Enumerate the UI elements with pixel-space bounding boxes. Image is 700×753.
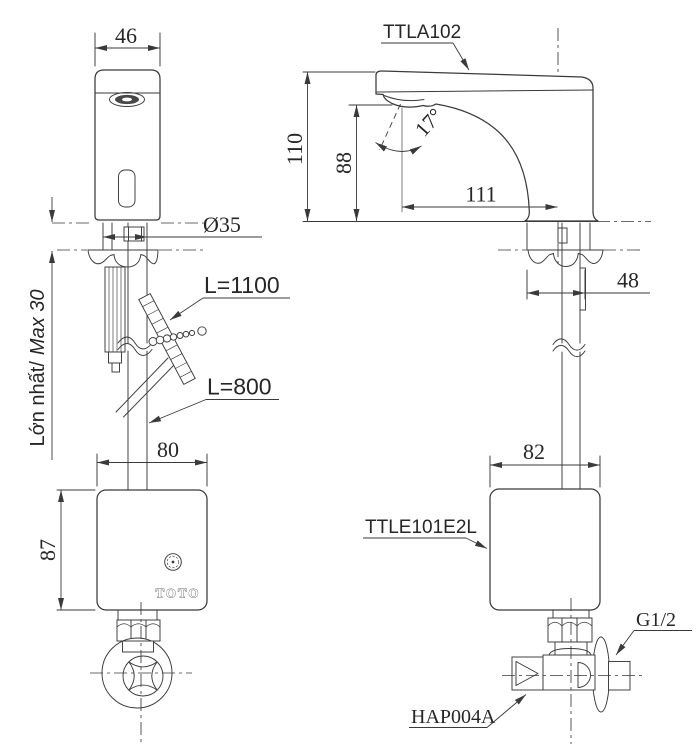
brand-logo: TOTO — [155, 586, 200, 601]
svg-text:88: 88 — [331, 152, 356, 174]
label-outlet-thread: G1/2 — [615, 609, 692, 656]
label-sensor-cable-length: L=1100 — [169, 272, 290, 321]
sensor-window — [118, 169, 136, 208]
supply-pipe-upper-front — [127, 222, 148, 344]
front-view: TOTO 46 Ø35 — [27, 23, 290, 742]
svg-text:46: 46 — [115, 23, 137, 48]
svg-text:82: 82 — [523, 439, 545, 464]
label-spout-model: TTLA102 — [381, 22, 470, 71]
svg-text:Ø35: Ø35 — [203, 212, 241, 237]
dim-controller-width: 80 — [96, 437, 208, 487]
mounting-flange-front — [87, 249, 159, 268]
svg-text:TTLE101E2L: TTLE101E2L — [365, 517, 477, 538]
label-valve-model: HAP004A — [409, 694, 527, 728]
max-counter-thickness-label: Lớn nhất/Max 30 — [27, 290, 49, 447]
aerator-face — [109, 92, 145, 107]
pipe-break-front — [117, 336, 153, 356]
countertop-lines-front — [52, 222, 208, 251]
faucet-front — [94, 69, 161, 221]
dim-spout-width: 46 — [94, 23, 161, 67]
faucet-side — [375, 70, 599, 222]
valve-handle-side — [577, 662, 591, 688]
fixing-rod-front — [104, 266, 126, 373]
valve-collar-front — [122, 640, 154, 653]
svg-text:L=1100: L=1100 — [204, 272, 280, 298]
sensor-cable — [115, 292, 207, 418]
aerator-tip-side — [383, 95, 425, 102]
spray-direction-line — [379, 103, 401, 151]
svg-text:48: 48 — [617, 268, 639, 293]
angle-valve-front — [90, 602, 192, 742]
dim-shank-diameter: Ø35 — [103, 212, 262, 240]
cap-seam-line-side — [376, 89, 594, 93]
rod-nut — [108, 351, 122, 364]
dim-controller-depth: 82 — [489, 439, 601, 488]
side-view: 17° 110 88 111 48 — [282, 22, 692, 744]
angle-arc — [375, 142, 422, 155]
svg-text:L=800: L=800 — [207, 374, 272, 400]
dim-max-counter-thickness: Lớn nhất/Max 30 — [27, 197, 55, 460]
faucet-side-body — [375, 70, 599, 222]
svg-text:TTLA102: TTLA102 — [383, 22, 461, 43]
label-controller-model: TTLE101E2L — [363, 517, 488, 549]
pipe-break-side — [552, 338, 586, 358]
label-supply-hose-length: L=800 — [148, 374, 279, 424]
valve-handle-slot — [128, 661, 158, 691]
mounting-flange-side — [527, 249, 604, 267]
svg-text:G1/2: G1/2 — [636, 609, 676, 631]
dim-outlet-height: 88 — [331, 104, 393, 221]
svg-text:87: 87 — [35, 539, 60, 561]
angle-valve-side — [502, 598, 645, 744]
svg-text:HAP004A: HAP004A — [411, 706, 496, 728]
connector-nut-side — [547, 617, 593, 643]
dim-controller-height: 87 — [35, 489, 96, 611]
bead-chain — [148, 326, 207, 346]
supply-pipe-lower-front — [127, 350, 148, 491]
shank-nut-front — [123, 226, 145, 242]
dim-base-depth: 48 — [526, 268, 650, 300]
rod-tab-side — [579, 267, 586, 311]
faucet-front-body — [94, 69, 161, 221]
indicator-screw — [164, 553, 182, 571]
svg-text:80: 80 — [157, 437, 179, 462]
svg-text:111: 111 — [465, 182, 496, 207]
svg-text:110: 110 — [282, 133, 307, 165]
side-dimensions: 110 88 111 48 82 — [282, 71, 650, 488]
mounting-shank-side — [526, 222, 604, 490]
valve-body-side — [542, 654, 596, 691]
valve-dome — [548, 648, 592, 656]
valve-handle-front — [122, 655, 164, 697]
controller-box-side — [489, 488, 601, 611]
controller-box-front: TOTO — [96, 489, 208, 611]
front-dimensions: 46 Ø35 Lớn nhất/Max 30 L=1100 L=800 — [27, 23, 290, 611]
dim-spout-reach: 111 — [402, 182, 558, 210]
dim-total-height: 110 — [282, 71, 376, 221]
part-labels: TTLA102 TTLE101E2L G1/2 HAP004A — [363, 22, 692, 728]
